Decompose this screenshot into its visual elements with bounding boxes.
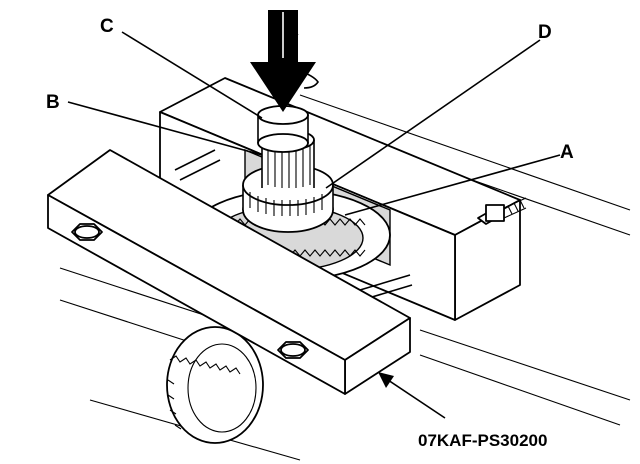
label-b: B: [46, 92, 60, 113]
label-c: C: [100, 16, 114, 37]
rear-bolt: [477, 197, 527, 225]
front-plate: [47, 149, 411, 395]
lower-gear: [166, 326, 264, 444]
front-bolt-left: [71, 223, 103, 241]
label-d: D: [538, 22, 552, 43]
tool-number-label: 07KAF-PS30200: [418, 431, 547, 450]
label-a: A: [560, 142, 574, 163]
leader-lines: [67, 31, 561, 419]
guide-rods: [174, 149, 413, 301]
front-bolt-right: [277, 341, 309, 359]
attachment-c: [257, 105, 309, 153]
press-arrow-icon: [250, 10, 319, 112]
